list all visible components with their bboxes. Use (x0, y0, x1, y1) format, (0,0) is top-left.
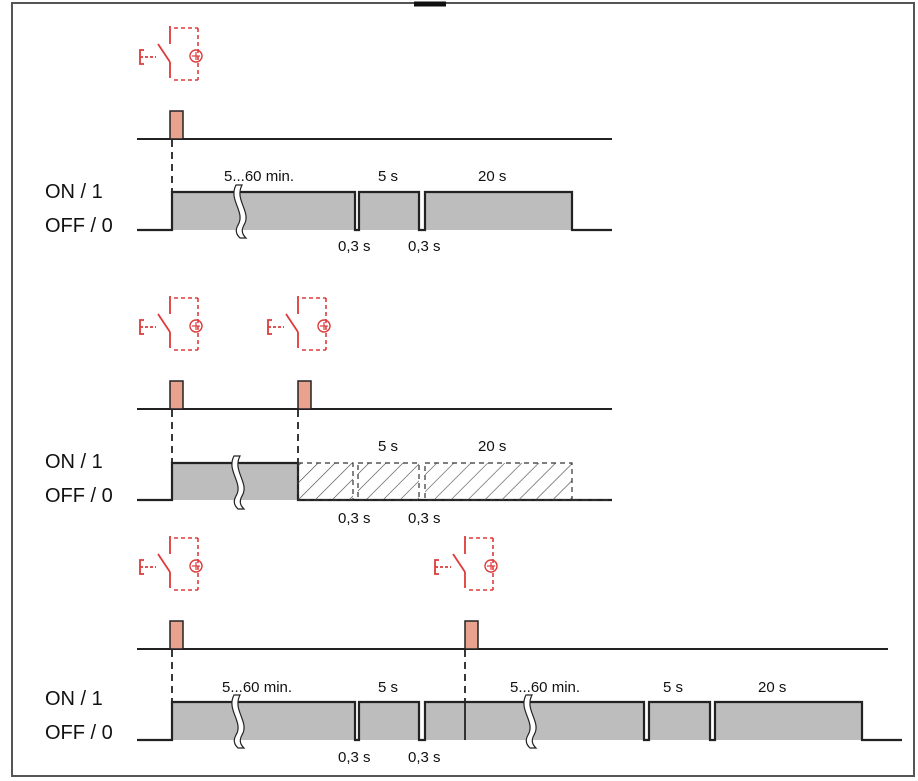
on-period-5s (359, 702, 419, 740)
on-period-20s (715, 702, 862, 740)
on-label: ON / 1 (45, 688, 103, 710)
duration-20s-label: 20 s (478, 438, 506, 455)
duration-20s-label: 20 s (478, 168, 506, 185)
time-break (233, 184, 248, 239)
on-period-long (172, 702, 355, 740)
section-2: ON / 1 OFF / 0 5 s 20 s 0,3 s 0,3 s (45, 295, 612, 527)
duration-long-label: 5...60 min. (510, 679, 580, 696)
signal-trace (137, 190, 612, 232)
duration-5s-label: 5 s (378, 438, 398, 455)
push-button-switch-icon (139, 295, 203, 351)
time-break (231, 455, 246, 510)
push-button-switch-icon (139, 535, 203, 591)
trigger-pulse (169, 380, 184, 410)
signal-trace (137, 700, 902, 742)
off-label: OFF / 0 (45, 722, 113, 744)
duration-5s-label: 5 s (663, 679, 683, 696)
pause-label: 0,3 s (338, 238, 371, 255)
on-period-20s (425, 192, 572, 230)
on-period-5s (359, 192, 419, 230)
frame-border (11, 2, 915, 777)
cancelled-period (357, 462, 420, 501)
duration-long-label: 5...60 min. (222, 679, 292, 696)
pause-label: 0,3 s (408, 238, 441, 255)
on-label: ON / 1 (45, 181, 103, 203)
on-label: ON / 1 (45, 451, 103, 473)
section-3: ON / 1 OFF / 0 5...60 min. 5 s 5...60 mi… (45, 535, 902, 766)
cancelled-period (297, 462, 354, 501)
off-label: OFF / 0 (45, 215, 113, 237)
on-period-5s (649, 702, 710, 740)
time-break (523, 694, 538, 749)
trigger-pulse (297, 380, 312, 410)
off-label: OFF / 0 (45, 485, 113, 507)
pause-label: 0,3 s (408, 510, 441, 527)
duration-long-label: 5...60 min. (224, 168, 294, 185)
section-1: ON / 1 OFF / 0 5...60 min. 5 s 20 s 0,3 … (45, 25, 612, 255)
trigger-pulse (464, 620, 479, 650)
cancelled-period (424, 462, 573, 501)
duration-5s-label: 5 s (378, 679, 398, 696)
push-button-switch-icon (434, 535, 498, 591)
on-period-long (172, 192, 355, 230)
pause-label: 0,3 s (338, 510, 371, 527)
trigger-pulse (169, 110, 184, 140)
push-button-switch-icon (267, 295, 331, 351)
pause-label: 0,3 s (338, 749, 371, 766)
time-break (231, 694, 246, 749)
duration-5s-label: 5 s (378, 168, 398, 185)
pause-label: 0,3 s (408, 749, 441, 766)
push-button-switch-icon (139, 25, 203, 81)
trigger-pulse (169, 620, 184, 650)
duration-20s-label: 20 s (758, 679, 786, 696)
